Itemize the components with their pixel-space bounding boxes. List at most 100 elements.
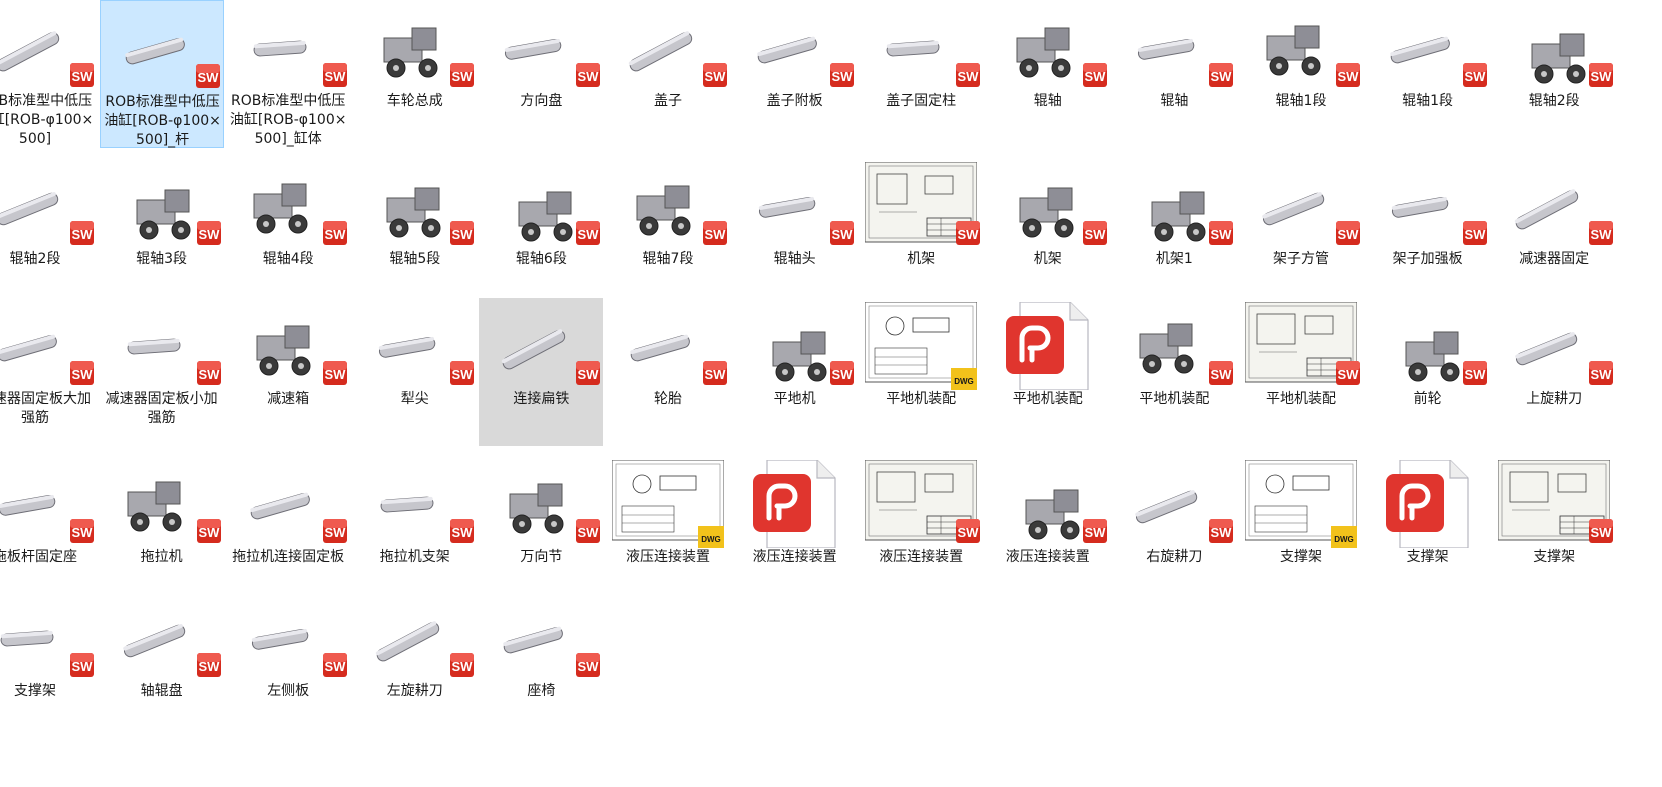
solidworks-assembly-thumbnail — [1372, 302, 1484, 390]
file-name-label: 减速器固定板小加强筋 — [105, 391, 218, 426]
file-item[interactable]: SW 拖拉机支架 — [353, 456, 477, 604]
file-name-label: ROB标准型中低压油缸[ROB-φ100×500] — [0, 93, 94, 147]
file-name-label: 拖拉机支架 — [379, 549, 450, 565]
solidworks-part-thumbnail — [232, 594, 344, 682]
solidworks-badge-icon: SW — [69, 220, 95, 246]
solidworks-badge-icon: SW — [1335, 360, 1361, 386]
file-item[interactable]: 平地机装配 — [986, 298, 1110, 446]
solidworks-assembly-thumbnail — [485, 162, 597, 250]
solidworks-assembly-thumbnail — [485, 460, 597, 548]
solidworks-badge-icon: SW — [1208, 62, 1234, 88]
solidworks-part-thumbnail — [107, 5, 219, 93]
solidworks-badge-icon: SW — [449, 518, 475, 544]
svg-text:DWG: DWG — [954, 377, 974, 386]
solidworks-badge-icon: SW — [575, 518, 601, 544]
file-name-label: 辊轴头 — [773, 251, 816, 267]
svg-text:SW: SW — [198, 659, 220, 674]
svg-text:SW: SW — [72, 525, 94, 540]
svg-text:SW: SW — [1211, 227, 1233, 242]
solidworks-part-thumbnail — [1118, 460, 1230, 548]
svg-text:SW: SW — [72, 367, 94, 382]
file-name-label: 左侧板 — [267, 683, 310, 699]
svg-text:SW: SW — [325, 525, 347, 540]
solidworks-part-thumbnail — [485, 4, 597, 92]
solidworks-badge-icon: SW — [1462, 62, 1488, 88]
file-item[interactable]: 支撑架 — [1366, 456, 1490, 604]
solidworks-badge-icon: SW — [1208, 220, 1234, 246]
solidworks-part-thumbnail — [0, 4, 91, 92]
dwg-drawing-thumbnail: DWG — [1245, 460, 1357, 548]
solidworks-badge-icon: SW — [955, 62, 981, 88]
solidworks-part-thumbnail — [739, 162, 851, 250]
svg-text:SW: SW — [1211, 69, 1233, 84]
solidworks-badge-icon: SW — [955, 220, 981, 246]
svg-text:SW: SW — [578, 227, 600, 242]
solidworks-part-thumbnail — [1498, 162, 1610, 250]
solidworks-badge-icon: SW — [575, 652, 601, 678]
file-name-label: 拖拉机 — [140, 549, 183, 565]
svg-text:SW: SW — [578, 367, 600, 382]
file-name-label: 辊轴2段 — [1528, 93, 1580, 109]
svg-text:DWG: DWG — [1334, 535, 1354, 544]
file-item[interactable]: SW减速器固定板大加强筋 — [0, 298, 97, 446]
solidworks-badge-icon: SW — [449, 62, 475, 88]
svg-text:SW: SW — [578, 525, 600, 540]
file-item[interactable]: 液压连接装置 — [733, 456, 857, 604]
solidworks-badge-icon: SW — [1335, 220, 1361, 246]
file-name-label: 减速箱 — [267, 391, 310, 407]
